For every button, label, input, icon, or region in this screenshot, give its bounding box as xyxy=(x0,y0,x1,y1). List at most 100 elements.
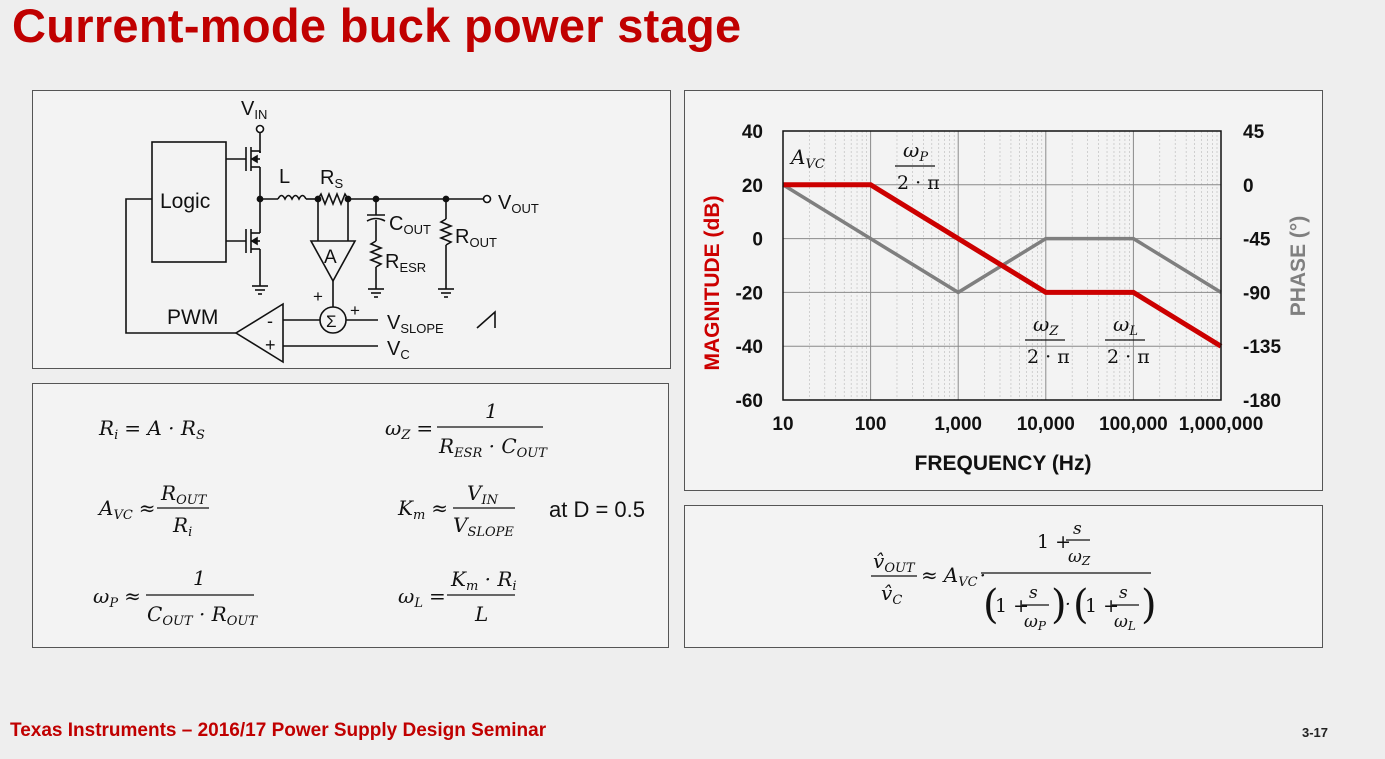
svg-text:1: 1 xyxy=(485,399,498,423)
duty-cycle-note: at D = 0.5 xyxy=(549,497,645,522)
svg-text:ωZ=: ωZ= xyxy=(385,416,433,443)
y-left-tick-label: 40 xyxy=(742,122,763,143)
annotation-wz: ωZ 2 · π xyxy=(1025,312,1070,368)
svg-text:v̂C: v̂C xyxy=(881,581,902,608)
svg-text:AVC≈: AVC≈ xyxy=(97,496,156,523)
equations: Ri= A · RS AVC≈ ROUT Ri ωP≈ 1 COUT · ROU… xyxy=(93,399,645,629)
svg-text:1 +: 1 + xyxy=(1085,595,1119,617)
page-number: 3-17 xyxy=(1302,725,1329,740)
y-right-tick-label: -45 xyxy=(1243,230,1271,251)
y-left-tick-label: -60 xyxy=(736,391,763,412)
svg-text:Σ: Σ xyxy=(326,312,337,331)
svg-text:ωZ: ωZ xyxy=(1068,547,1091,568)
y-left-tick-label: -40 xyxy=(736,337,763,358)
svg-text:): ) xyxy=(1141,582,1157,628)
magnitude-line xyxy=(783,182,1223,349)
sum-plus-top: + xyxy=(313,287,323,306)
ramp-icon xyxy=(476,310,496,329)
equations-panel: Ri= A · RS AVC≈ ROUT Ri ωP≈ 1 COUT · ROU… xyxy=(32,383,669,648)
svg-text:ωL=: ωL= xyxy=(398,584,446,611)
load-resistor xyxy=(438,218,454,246)
vc-label: VC xyxy=(387,338,410,362)
phase-line xyxy=(782,183,1222,295)
footer: Texas Instruments – 2016/17 Power Supply… xyxy=(10,720,547,741)
high-side-mosfet xyxy=(226,147,261,199)
eq-ri: Ri= A · RS xyxy=(98,416,205,443)
bode-chart-panel: 10 100 1,000 10,000 100,000 1,000,000 -60 -40 -2… xyxy=(684,90,1323,491)
x-tick-label: 100 xyxy=(855,414,887,435)
cout-label: COUT xyxy=(389,213,431,237)
svg-text:Ri= A · RS: Ri= A · RS xyxy=(98,416,205,443)
svg-text:ωL: ωL xyxy=(1113,312,1138,339)
svg-text:RESR · COUT: RESR · COUT xyxy=(438,434,548,461)
amp-label: A xyxy=(324,247,337,268)
eq-km: Km≈ VIN VSLOPE at D = 0.5 xyxy=(397,481,645,540)
svg-text:ωP: ωP xyxy=(903,138,928,165)
svg-text:1 +: 1 + xyxy=(1037,531,1071,553)
pwm-comparator xyxy=(234,302,284,364)
vout-terminal xyxy=(482,194,492,204)
y-right-tick-label: -180 xyxy=(1243,391,1281,412)
comparator-plus: + xyxy=(265,335,276,355)
y-left-tick-label: -20 xyxy=(736,283,763,304)
y-right-tick-label: 45 xyxy=(1243,122,1265,143)
low-side-mosfet xyxy=(226,199,261,286)
svg-text:1: 1 xyxy=(193,566,206,590)
svg-text:VIN: VIN xyxy=(467,481,499,508)
inductor xyxy=(277,194,307,201)
vin-terminal xyxy=(255,124,265,134)
comparator-minus: - xyxy=(267,311,273,331)
logic-label: Logic xyxy=(160,190,210,213)
svg-text:ωZ: ωZ xyxy=(1033,312,1059,339)
rout-label: ROUT xyxy=(455,226,497,250)
svg-text:≈AVC·: ≈AVC· xyxy=(921,563,986,590)
y-axis-right-label: PHASE (°) xyxy=(1287,216,1310,317)
svg-text:COUT · ROUT: COUT · ROUT xyxy=(147,602,258,629)
y-left-tick-label: 0 xyxy=(752,230,763,251)
y-right-tick-label: 0 xyxy=(1243,176,1254,197)
y-left-tick-label: 20 xyxy=(742,176,763,197)
eq-avc: AVC≈ ROUT Ri xyxy=(97,481,209,540)
sum-plus-right: + xyxy=(350,301,360,320)
circuit-panel: VIN Logic L xyxy=(32,90,671,369)
annotation-avc: AVC xyxy=(789,145,825,172)
svg-text:(: ( xyxy=(983,582,999,628)
esr-resistor xyxy=(368,240,384,268)
x-tick-label: 10 xyxy=(772,414,793,435)
svg-text:s: s xyxy=(1073,519,1082,539)
svg-text:Ri: Ri xyxy=(172,513,192,540)
bode-plot: 10 100 1,000 10,000 100,000 1,000,000 -60 -40 -2… xyxy=(701,122,1310,475)
svg-text:(: ( xyxy=(1073,582,1089,628)
rs-label: RS xyxy=(320,167,343,191)
inductor-label: L xyxy=(279,166,290,188)
x-tick-label: 1,000 xyxy=(934,414,982,435)
eq-wl: ωL= Km · Ri L xyxy=(398,567,517,626)
svg-text:Km · Ri: Km · Ri xyxy=(450,567,517,594)
svg-text:s: s xyxy=(1119,583,1128,603)
plot-frame xyxy=(782,130,1222,401)
x-tick-label: 100,000 xyxy=(1099,414,1168,435)
svg-text:2 · π: 2 · π xyxy=(1027,346,1070,368)
x-tick-label: 10,000 xyxy=(1017,414,1075,435)
svg-text:·: · xyxy=(1065,594,1071,615)
svg-text:v̂OUT: v̂OUT xyxy=(873,549,916,576)
vslope-label: VSLOPE xyxy=(387,312,444,336)
svg-text:Km≈: Km≈ xyxy=(397,496,448,523)
svg-text:1 +: 1 + xyxy=(995,595,1029,617)
x-axis-label: FREQUENCY (Hz) xyxy=(915,452,1092,475)
svg-text:2 · π: 2 · π xyxy=(1107,346,1150,368)
current-sense-amplifier xyxy=(309,240,357,283)
eq-wz: ωZ= 1 RESR · COUT xyxy=(385,399,548,461)
circuit-schematic: VIN Logic L xyxy=(125,98,539,364)
page-title: Current-mode buck power stage xyxy=(12,0,742,52)
y-right-tick-label: -90 xyxy=(1243,283,1270,304)
annotation-wp: ωP 2 · π xyxy=(895,138,940,194)
ground-symbol xyxy=(252,285,268,295)
x-tick-label: 1,000,000 xyxy=(1179,414,1264,435)
svg-text:ωP≈: ωP≈ xyxy=(93,584,141,611)
svg-text:VSLOPE: VSLOPE xyxy=(453,513,514,540)
logic-block xyxy=(151,141,227,263)
svg-text:ωL: ωL xyxy=(1114,612,1136,633)
svg-text:L: L xyxy=(474,602,488,626)
resr-label: RESR xyxy=(385,251,426,275)
